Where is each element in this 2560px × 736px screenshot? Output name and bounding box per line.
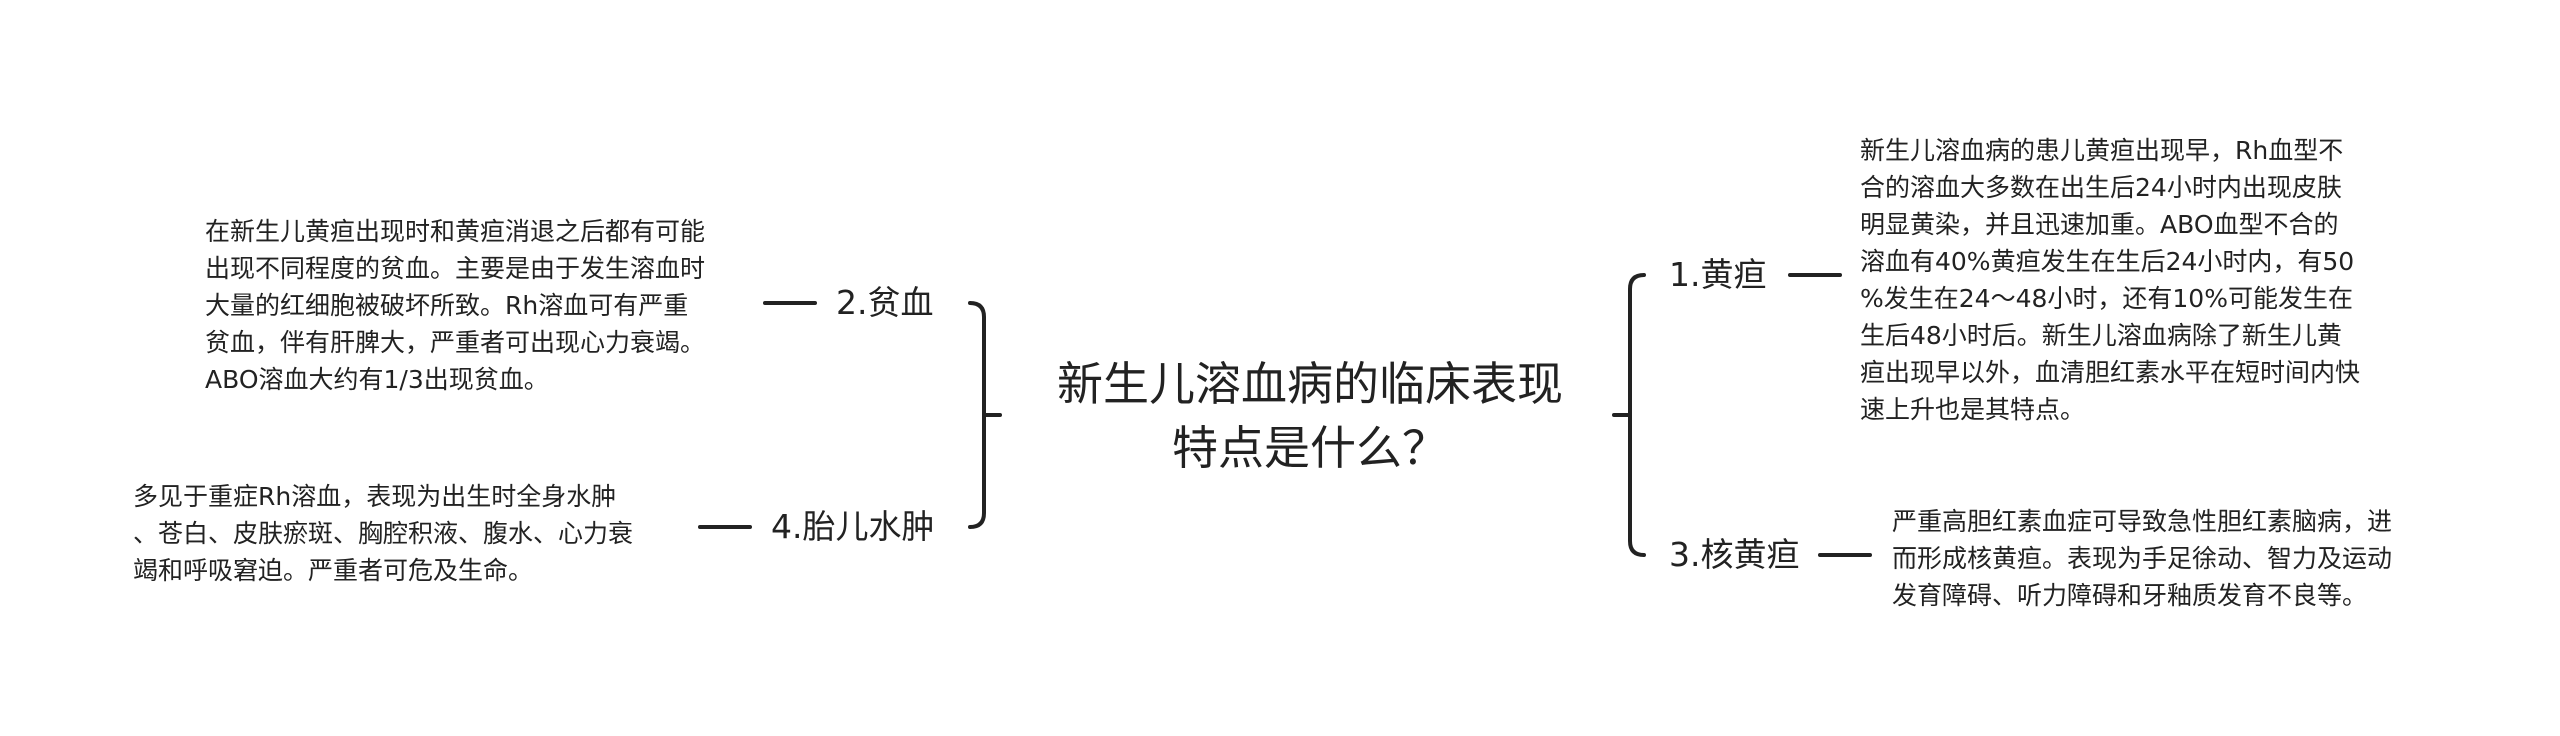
note-line: 速上升也是其特点。 [1860,395,2086,424]
connector-bracket-right [1628,273,1646,557]
note-line: 在新生儿黄疸出现时和黄疸消退之后都有可能 [205,217,706,246]
note-line: 溶血有40%黄疸发生在生后24小时内，有50 [1860,247,2355,276]
note-line: 而形成核黄疸。表现为手足徐动、智力及运动 [1892,544,2393,573]
branch-hydrops-fetalis: 4.胎儿水肿 [771,507,935,546]
note-line: 、苍白、皮肤瘀斑、胸腔积液、腹水、心力衰 [133,519,634,548]
note-line: 贫血，伴有肝脾大，严重者可出现心力衰竭。 [205,328,706,357]
branch-jaundice: 1.黄疸 [1669,255,1767,294]
root-topic: 新生儿溶血病的临床表现 特点是什么？ [1010,352,1610,480]
note-line: 严重高胆红素血症可导致急性胆红素脑病，进 [1892,507,2393,536]
branch-kernicterus: 3.核黄疸 [1669,535,1800,574]
note-line: 疸出现早以外，血清胆红素水平在短时间内快 [1860,358,2361,387]
root-title-line-1: 新生儿溶血病的临床表现 [1057,357,1563,411]
note-line: 新生儿溶血病的患儿黄疸出现早，Rh血型不 [1860,136,2344,165]
note-line: 多见于重症Rh溶血，表现为出生时全身水肿 [133,482,617,511]
note-line: 发育障碍、听力障碍和牙釉质发育不良等。 [1892,581,2368,610]
note-line: ABO溶血大约有1/3出现贫血。 [205,365,549,394]
note-line: 竭和呼吸窘迫。严重者可危及生命。 [133,556,534,585]
branch-anemia: 2.贫血 [836,283,934,322]
note-hydrops-fetalis: 多见于重症Rh溶血，表现为出生时全身水肿 、苍白、皮肤瘀斑、胸腔积液、腹水、心力… [133,478,633,589]
note-kernicterus: 严重高胆红素血症可导致急性胆红素脑病，进 而形成核黄疸。表现为手足徐动、智力及运… [1892,503,2392,614]
note-jaundice: 新生儿溶血病的患儿黄疸出现早，Rh血型不 合的溶血大多数在出生后24小时内出现皮… [1860,132,2360,428]
note-line: %发生在24～48小时，还有10%可能发生在 [1860,284,2353,313]
note-line: 合的溶血大多数在出生后24小时内出现皮肤 [1860,173,2342,202]
note-line: 出现不同程度的贫血。主要是由于发生溶血时 [205,254,706,283]
connector-bracket-left [968,301,986,529]
root-title-line-2: 特点是什么？ [1172,421,1448,475]
note-line: 大量的红细胞被破坏所致。Rh溶血可有严重 [205,291,689,320]
note-line: 生后48小时后。新生儿溶血病除了新生儿黄 [1860,321,2342,350]
note-anemia: 在新生儿黄疸出现时和黄疸消退之后都有可能 出现不同程度的贫血。主要是由于发生溶血… [205,213,705,398]
note-line: 明显黄染，并且迅速加重。ABO血型不合的 [1860,210,2339,239]
